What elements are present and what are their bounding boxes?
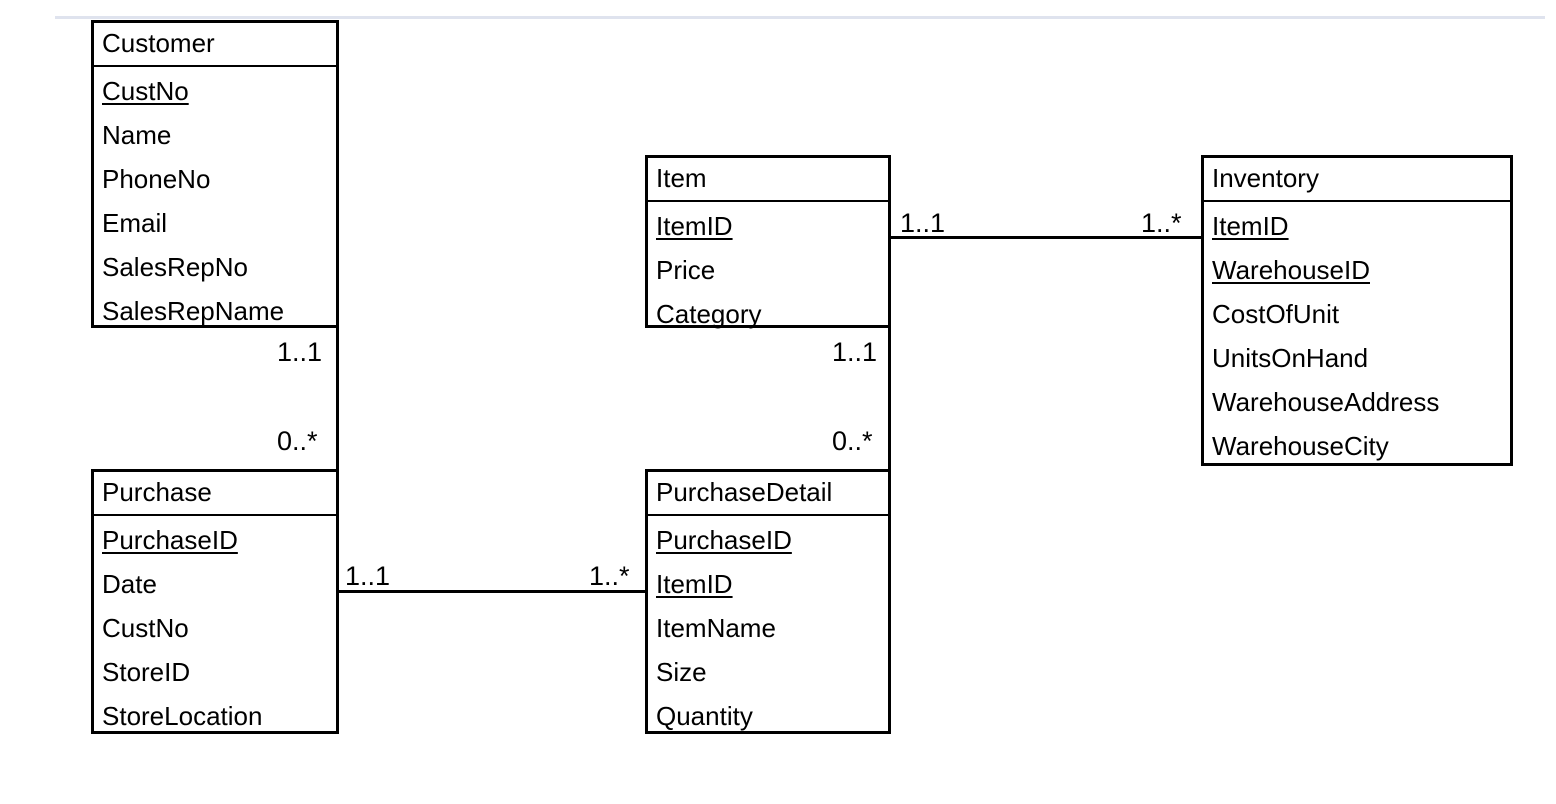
entity-purchasedetail-attributes: PurchaseID ItemID ItemName Size Quantity bbox=[648, 516, 888, 744]
attribute-phoneno: PhoneNo bbox=[102, 164, 211, 194]
entity-purchasedetail-title: PurchaseDetail bbox=[648, 472, 888, 516]
attribute-price: Price bbox=[656, 255, 716, 285]
connector-customer-purchase bbox=[336, 325, 339, 472]
multiplicity-customer-purchase-to: 0..* bbox=[277, 426, 318, 456]
entity-inventory-title: Inventory bbox=[1204, 158, 1510, 202]
attribute-warehouseaddress: WarehouseAddress bbox=[1212, 387, 1440, 417]
connector-purchase-purchasedetail bbox=[336, 590, 647, 593]
attribute-email: Email bbox=[102, 208, 168, 238]
attribute-warehouseid: WarehouseID bbox=[1212, 255, 1370, 285]
attribute-date: Date bbox=[102, 569, 157, 599]
attribute-salesrepname: SalesRepName bbox=[102, 296, 285, 326]
connector-item-purchasedetail bbox=[888, 325, 891, 472]
entity-purchase-title: Purchase bbox=[94, 472, 336, 516]
entity-customer[interactable]: Customer CustNo Name PhoneNo Email Sales… bbox=[91, 20, 339, 328]
multiplicity-purchase-purchasedetail-to: 1..* bbox=[589, 561, 630, 591]
attribute-warehousecity: WarehouseCity bbox=[1212, 431, 1389, 461]
attribute-storeid: StoreID bbox=[102, 657, 191, 687]
attribute-quantity: Quantity bbox=[656, 701, 753, 731]
attribute-itemid: ItemID bbox=[656, 211, 733, 241]
attribute-itemname: ItemName bbox=[656, 613, 776, 643]
multiplicity-customer-purchase-from: 1..1 bbox=[277, 337, 323, 367]
multiplicity-item-purchasedetail-to: 0..* bbox=[832, 426, 873, 456]
attribute-inventory-itemid: ItemID bbox=[1212, 211, 1289, 241]
attribute-category: Category bbox=[656, 299, 762, 329]
connector-item-inventory bbox=[888, 236, 1203, 239]
attribute-name: Name bbox=[102, 120, 172, 150]
page-rule-divider bbox=[55, 16, 1545, 19]
attribute-purchase-custno: CustNo bbox=[102, 613, 189, 643]
multiplicity-item-purchasedetail-from: 1..1 bbox=[832, 337, 878, 367]
entity-item-title: Item bbox=[648, 158, 888, 202]
attribute-purchaseid: PurchaseID bbox=[102, 525, 238, 555]
attribute-size: Size bbox=[656, 657, 707, 687]
attribute-detail-itemid: ItemID bbox=[656, 569, 733, 599]
entity-item[interactable]: Item ItemID Price Category bbox=[645, 155, 891, 329]
entity-purchasedetail[interactable]: PurchaseDetail PurchaseID ItemID ItemNam… bbox=[645, 469, 891, 734]
multiplicity-item-inventory-from: 1..1 bbox=[900, 208, 946, 238]
attribute-unitsonhand: UnitsOnHand bbox=[1212, 343, 1369, 373]
multiplicity-purchase-purchasedetail-from: 1..1 bbox=[345, 561, 391, 591]
entity-inventory[interactable]: Inventory ItemID WarehouseID CostOfUnit … bbox=[1201, 155, 1513, 466]
attribute-storelocation: StoreLocation bbox=[102, 701, 263, 731]
attribute-detail-purchaseid: PurchaseID bbox=[656, 525, 792, 555]
multiplicity-item-inventory-to: 1..* bbox=[1141, 208, 1182, 238]
entity-purchase-attributes: PurchaseID Date CustNo StoreID StoreLoca… bbox=[94, 516, 336, 744]
attribute-costofunit: CostOfUnit bbox=[1212, 299, 1340, 329]
attribute-custno: CustNo bbox=[102, 76, 189, 106]
entity-inventory-attributes: ItemID WarehouseID CostOfUnit UnitsOnHan… bbox=[1204, 202, 1510, 474]
attribute-salesrepno: SalesRepNo bbox=[102, 252, 248, 282]
entity-purchase[interactable]: Purchase PurchaseID Date CustNo StoreID … bbox=[91, 469, 339, 734]
entity-customer-attributes: CustNo Name PhoneNo Email SalesRepNo Sal… bbox=[94, 67, 336, 339]
entity-item-attributes: ItemID Price Category bbox=[648, 202, 888, 342]
entity-customer-title: Customer bbox=[94, 23, 336, 67]
